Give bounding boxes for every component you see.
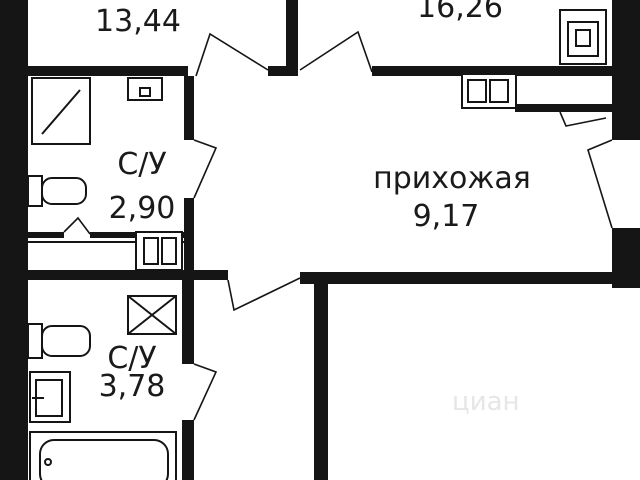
- kitchen-unit-icon: [461, 73, 517, 109]
- watermark-text: циан: [452, 387, 520, 417]
- sink-icon: [29, 371, 71, 423]
- doors: [63, 30, 613, 421]
- bathroom2-area: 3,78: [99, 369, 166, 404]
- washing-machine-icon: [135, 231, 183, 271]
- bathroom2-name: С/У: [107, 341, 156, 376]
- fixtures: [27, 9, 607, 480]
- toilet-icon: [27, 175, 87, 207]
- vent-shaft-icon: [127, 295, 177, 335]
- bathtub-icon: [29, 431, 177, 480]
- shower-icon: [31, 77, 91, 145]
- watermark: циан: [452, 387, 520, 417]
- bathroom1-name: С/У: [117, 147, 166, 182]
- sink-icon: [127, 77, 163, 101]
- top-left-room-area: 13,44: [95, 4, 181, 39]
- kitchen-sink-icon: [559, 9, 607, 65]
- hallway-area: 9,17: [413, 199, 480, 234]
- hallway-name: прихожая: [373, 161, 531, 196]
- bathroom1-area: 2,90: [109, 191, 176, 226]
- top-right-room-area: 16,26: [417, 0, 503, 25]
- room-labels: 13,44 16,26 С/У 2,90 прихожая 9,17 С/У 3…: [95, 0, 531, 404]
- toilet-icon: [27, 323, 91, 359]
